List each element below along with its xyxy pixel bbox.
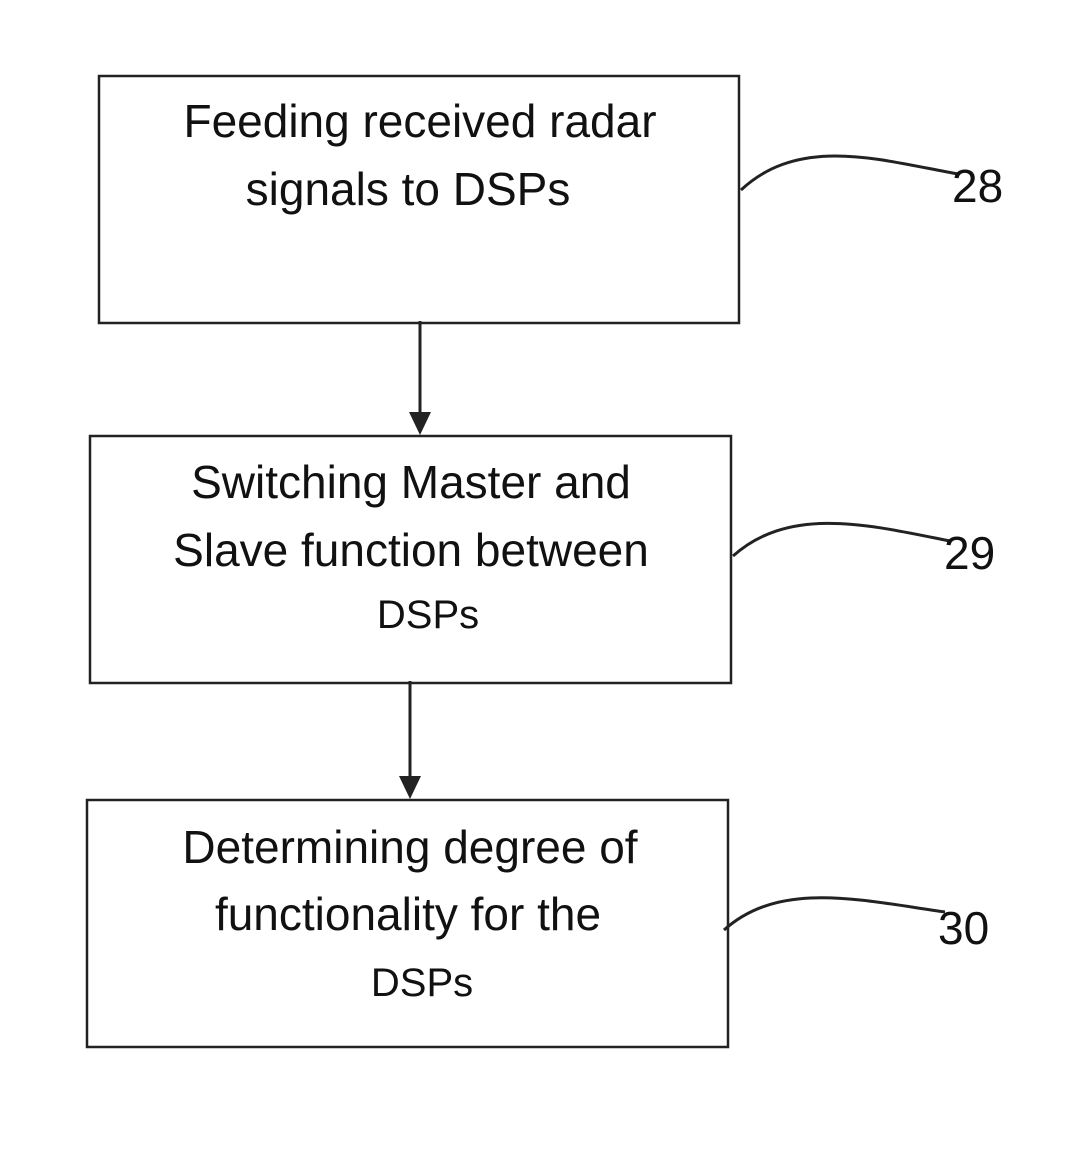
step-box-feed: Feeding received radar signals to DSPs [99,76,739,323]
step-feed-line-1: Feeding received radar [183,95,656,147]
arrow-head [399,776,421,799]
step-feed-line-2: signals to DSPs [246,163,571,215]
step-determine-line-1: Determining degree of [182,821,637,873]
reference-numeral-28: 28 [952,160,1003,212]
leader-line-30 [724,898,945,930]
arrow-feed-to-switch [409,321,431,435]
leader-line-28 [741,156,958,190]
step-box-determine: Determining degree of functionality for … [87,800,728,1047]
leader-line-29 [733,523,950,556]
step-determine-line-3: DSPs [371,961,473,1005]
arrow-head [409,412,431,435]
step-switch-line-1: Switching Master and [191,456,631,508]
step-switch-line-3: DSPs [377,593,479,637]
step-switch-line-2: Slave function between [173,524,649,576]
step-determine-line-2: functionality for the [215,888,601,940]
reference-numeral-29: 29 [944,527,995,579]
step-box-switch: Switching Master and Slave function betw… [90,436,731,683]
reference-numeral-30: 30 [938,902,989,954]
arrow-switch-to-determine [399,681,421,799]
